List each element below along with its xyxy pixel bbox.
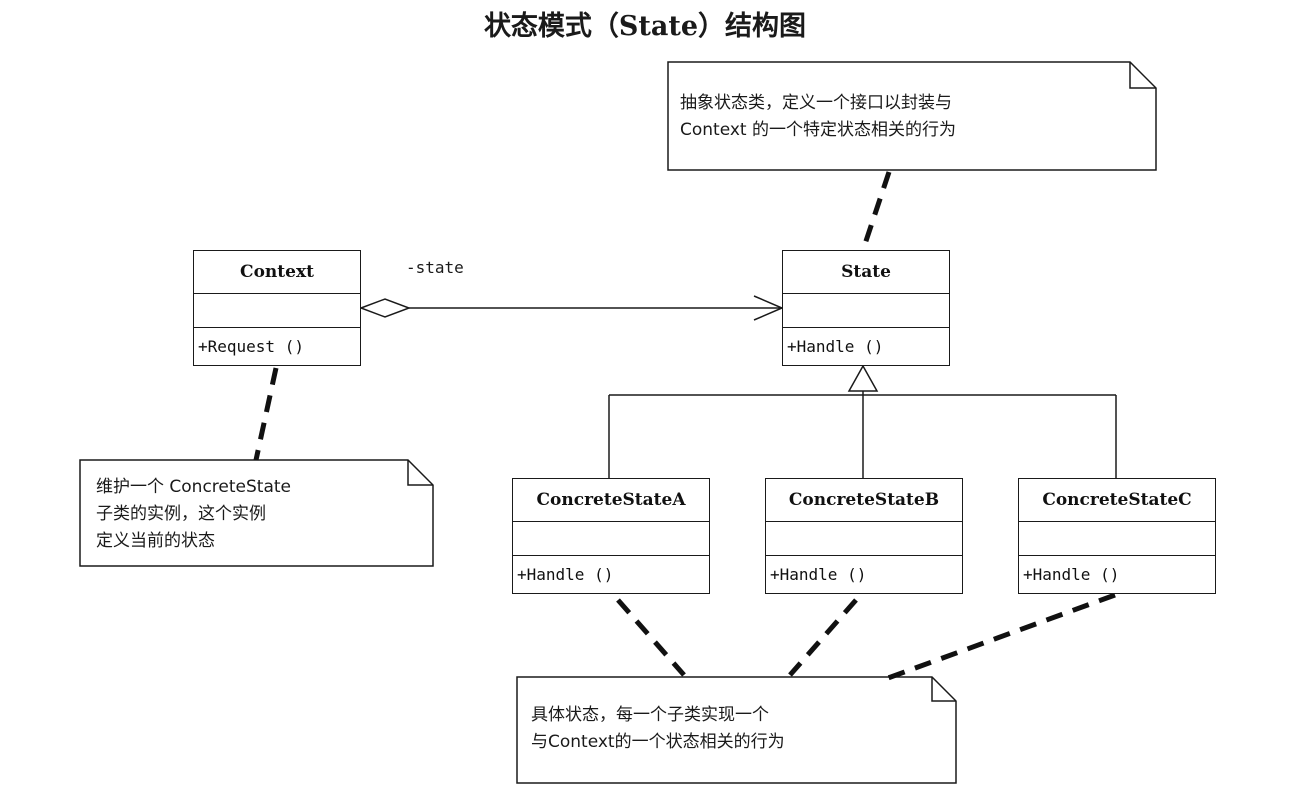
note-context-shape (79, 459, 434, 567)
class-concrete-state-a-operation: +Handle () (517, 565, 614, 584)
class-concrete-state-b-operation: +Handle () (770, 565, 867, 584)
class-concrete-state-b-attributes (766, 522, 962, 556)
aggregation-diamond (358, 298, 412, 318)
diagram-title: 状态模式（State）结构图 (483, 11, 807, 42)
class-context-attributes (194, 294, 360, 328)
class-context: Context +Request () (193, 250, 361, 366)
class-context-name: Context (194, 251, 360, 294)
class-concrete-state-c-name: ConcreteStateC (1019, 479, 1215, 522)
class-concrete-state-a-attributes (513, 522, 709, 556)
class-concrete-state-b: ConcreteStateB +Handle () (765, 478, 963, 594)
note-link-concrete-b (788, 598, 858, 677)
note-concrete-shape (516, 676, 957, 784)
class-concrete-state-a-name: ConcreteStateA (513, 479, 709, 522)
note-concrete-text: 具体状态，每一个子类实现一个 与Context的一个状态相关的行为 (531, 705, 785, 752)
class-context-operation: +Request () (198, 337, 304, 356)
class-concrete-state-c-attributes (1019, 522, 1215, 556)
note-concrete-fold (931, 677, 956, 702)
association-role-label: -state (406, 258, 464, 277)
class-concrete-state-c: ConcreteStateC +Handle () (1018, 478, 1216, 594)
note-state-text: 抽象状态类，定义一个接口以封装与 Context 的一个特定状态相关的行为 (680, 93, 957, 140)
note-state-shape (667, 61, 1157, 171)
class-state: State +Handle () (782, 250, 950, 366)
note-link-concrete-a (616, 598, 686, 677)
generalization-triangle (847, 364, 879, 392)
note-link-state (860, 171, 892, 251)
class-concrete-state-c-operation: +Handle () (1023, 565, 1120, 584)
class-state-name: State (783, 251, 949, 294)
note-context-text: 维护一个 ConcreteState 子类的实例，这个实例 定义当前的状态 (96, 477, 291, 551)
class-concrete-state-a: ConcreteStateA +Handle () (512, 478, 710, 594)
note-link-concrete-c (887, 592, 1116, 681)
class-state-operation: +Handle () (787, 337, 884, 356)
note-link-context (253, 367, 279, 461)
class-concrete-state-b-name: ConcreteStateB (766, 479, 962, 522)
note-context-fold (407, 460, 433, 486)
note-state-fold (1129, 62, 1156, 89)
class-state-attributes (783, 294, 949, 328)
